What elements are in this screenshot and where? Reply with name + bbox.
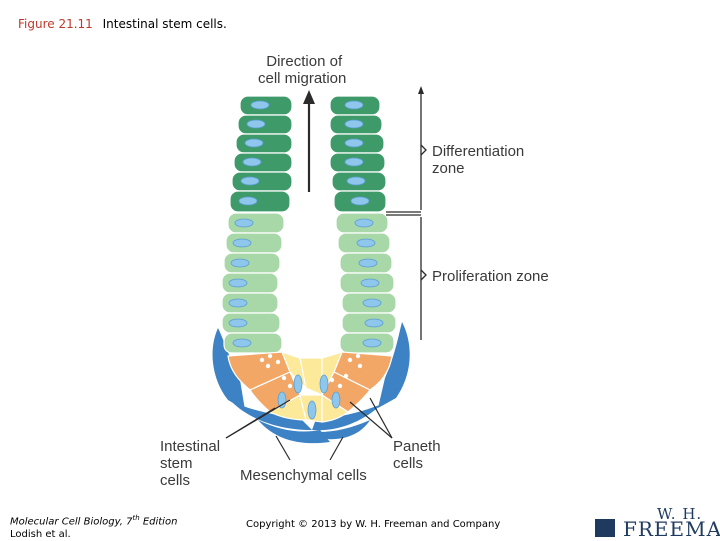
nucleus (234, 218, 254, 228)
right-differentiated-cells (329, 95, 387, 213)
granule (329, 377, 335, 383)
epithelial-cell (223, 332, 283, 354)
nucleus (232, 338, 252, 348)
differentiation-label-line: zone (432, 160, 465, 177)
stem-label-line: cells (160, 472, 191, 489)
left-proliferating-cells (221, 212, 285, 354)
logo-bottom-text: FREEMAN (623, 517, 720, 541)
granule (343, 373, 349, 379)
stem-label-line: stem (160, 455, 193, 472)
direction-label-line: cell migration (258, 70, 347, 87)
granule (275, 359, 281, 365)
epithelial-cell (235, 133, 293, 154)
nucleus (356, 238, 376, 248)
book-title-text: Molecular Cell Biology, 7 (10, 516, 133, 528)
nucleus (364, 318, 384, 328)
book-authors: Lodish et al. (10, 529, 71, 541)
nucleus (344, 138, 364, 148)
logo-top-text: W. H. (657, 505, 703, 523)
publisher-logo: W. H. FREEMAN (595, 505, 720, 541)
nucleus (293, 374, 303, 394)
nucleus (346, 176, 366, 186)
paneth-pointer (369, 397, 393, 439)
nucleus (331, 391, 341, 409)
mesenchymal-cell (212, 328, 245, 410)
mesenchymal-cell (258, 420, 330, 444)
nucleus (246, 119, 266, 129)
logo-square-icon (595, 519, 615, 537)
figure-number: Figure 21.11 (18, 17, 93, 31)
nucleus (240, 176, 260, 186)
nucleus (228, 278, 248, 288)
nucleus (242, 157, 262, 167)
figure-caption: Intestinal stem cells. (102, 17, 227, 31)
paneth-label: Paneth cells (393, 438, 441, 472)
copyright-notice: Copyright © 2013 by W. H. Freeman and Co… (246, 519, 501, 530)
cell-nuclei (228, 100, 384, 420)
nucleus (362, 298, 382, 308)
nucleus (307, 400, 317, 420)
proliferation-label: Proliferation zone (432, 268, 549, 285)
stem-cell (321, 393, 350, 423)
edition-superscript: th (132, 514, 140, 522)
stem-cells-label: Intestinal stem cells (160, 438, 220, 489)
granule (355, 353, 361, 359)
granule (347, 357, 353, 363)
differentiation-label: Differentiation zone (432, 143, 524, 177)
epithelial-cell (229, 190, 291, 213)
nucleus (228, 318, 248, 328)
nucleus (319, 374, 329, 394)
book-citation: Molecular Cell Biology, 7th Edition Lodi… (10, 512, 177, 541)
direction-label: Direction of cell migration (258, 53, 346, 87)
paneth-granules (259, 353, 363, 389)
mesenchymal-label: Mesenchymal cells (240, 467, 367, 484)
nucleus (277, 391, 287, 409)
paneth-label-line: Paneth (393, 438, 441, 455)
differentiation-label-line: Differentiation (432, 143, 525, 160)
nucleus (230, 258, 250, 268)
granule (357, 363, 363, 369)
book-title: Molecular Cell Biology, 7th Edition (10, 512, 177, 528)
granule (267, 353, 273, 359)
nucleus (250, 100, 270, 110)
nucleus (238, 196, 258, 206)
nucleus (360, 278, 380, 288)
granule (337, 383, 343, 389)
stem-label-line: Intestinal (160, 438, 221, 455)
nucleus (362, 338, 382, 348)
nucleus (228, 298, 248, 308)
stem-cell (299, 357, 323, 396)
nucleus (344, 157, 364, 167)
left-differentiated-cells (229, 95, 293, 213)
edition-text: Edition (139, 516, 178, 528)
direction-label-line: Direction of (266, 53, 343, 70)
mesenchymal-cell (378, 322, 410, 408)
nucleus (344, 119, 364, 129)
granule (265, 363, 271, 369)
mesenchymal-pointer (329, 436, 344, 461)
mesenchymal-cells (212, 322, 410, 444)
mesenchymal-cell (318, 420, 370, 440)
nucleus (354, 218, 374, 228)
nucleus (358, 258, 378, 268)
zone-brackets (386, 86, 427, 340)
granule (287, 383, 293, 389)
nucleus (350, 196, 370, 206)
nucleus (244, 138, 264, 148)
migration-arrow (303, 90, 315, 192)
mesenchymal-cell (232, 402, 312, 430)
nucleus (344, 100, 364, 110)
figure-title: Figure 21.11 Intestinal stem cells. (18, 17, 227, 31)
paneth-pointer (349, 401, 393, 439)
mesenchymal-cell (312, 404, 382, 431)
stem-pointer (225, 399, 291, 439)
paneth-label-line: cells (393, 455, 424, 472)
mesenchymal-pointer (275, 435, 291, 461)
granule (259, 357, 265, 363)
granule (281, 375, 287, 381)
nucleus (232, 238, 252, 248)
pointer-lines (225, 397, 393, 461)
